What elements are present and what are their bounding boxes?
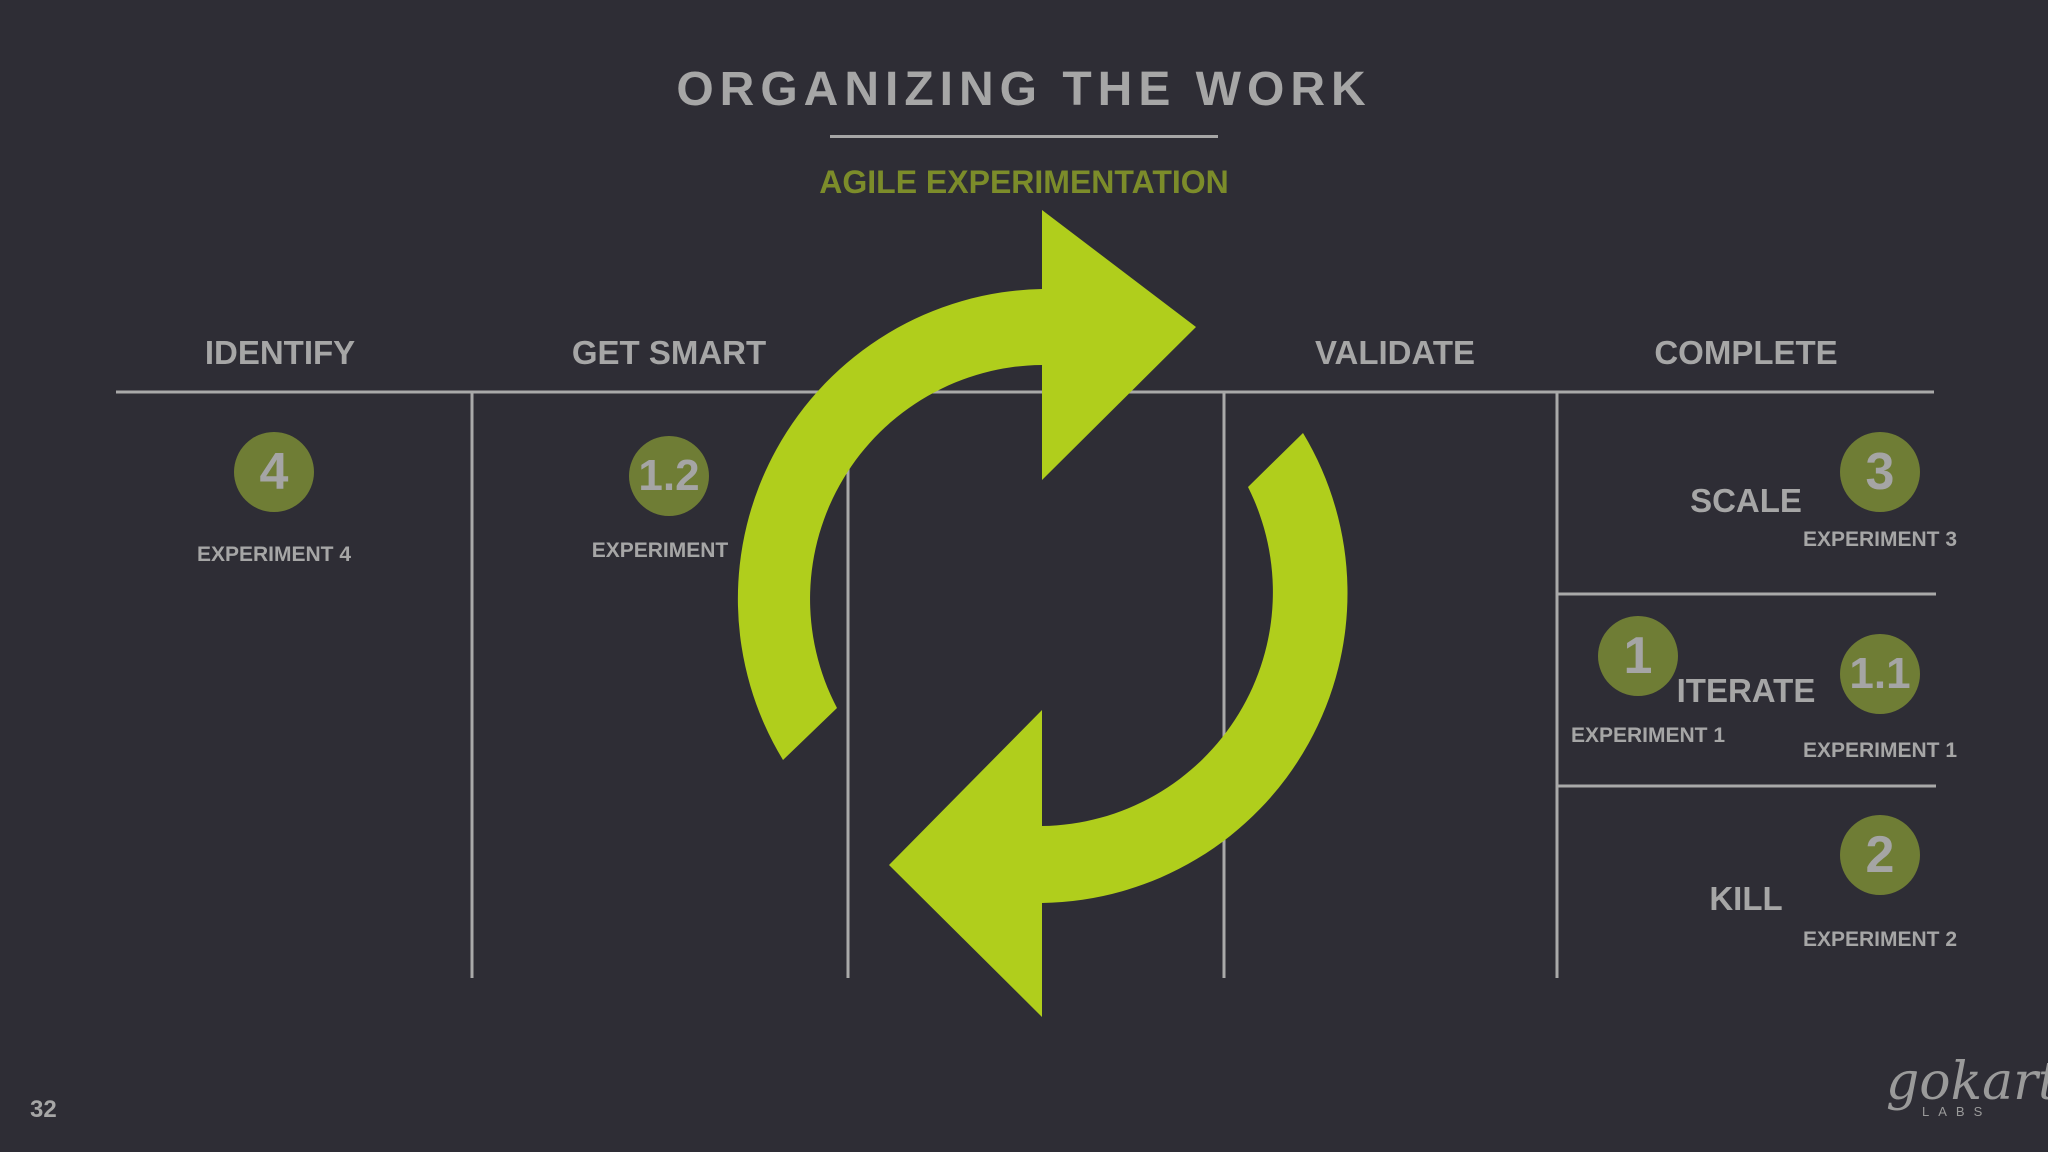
experiment-label: EXPERIMENT (591, 539, 729, 562)
experiment-label: EXPERIMENT 1 (1570, 724, 1726, 747)
company-logo: gokart (1886, 1052, 2048, 1112)
experiment-badge: 3 (1840, 432, 1920, 512)
column-header-get-smart: GET SMART (571, 334, 767, 371)
slide-title: ORGANIZING THE WORK (676, 63, 1372, 116)
slide-subtitle: AGILE EXPERIMENTATION (819, 164, 1229, 200)
cycle-arrow-bottom (889, 433, 1348, 1017)
experiment-label: EXPERIMENT 1 (1802, 739, 1958, 762)
outcome-kill: KILL (1709, 880, 1783, 917)
column-header-validate: VALIDATE (1314, 334, 1476, 371)
experiment-badge: 1 (1598, 616, 1678, 696)
experiment-badge: 1.2 (629, 436, 709, 516)
title-underline (830, 135, 1218, 138)
experiment-badge: 2 (1840, 815, 1920, 895)
cycle-arrow-top (737, 210, 1196, 760)
column-header-complete: COMPLETE (1654, 334, 1838, 371)
page-number: 32 (30, 1096, 57, 1123)
experiment-label: EXPERIMENT 2 (1802, 928, 1958, 951)
experiment-label: EXPERIMENT 3 (1802, 528, 1958, 551)
company-logo-sub: LABS (1922, 1104, 1992, 1119)
experiment-label: EXPERIMENT 4 (196, 543, 352, 566)
experiment-badge: 4 (234, 432, 314, 512)
column-header-identify: IDENTIFY (204, 334, 356, 371)
outcome-iterate: ITERATE (1676, 672, 1816, 709)
outcome-scale: SCALE (1690, 482, 1802, 519)
experiment-badge: 1.1 (1840, 634, 1920, 714)
